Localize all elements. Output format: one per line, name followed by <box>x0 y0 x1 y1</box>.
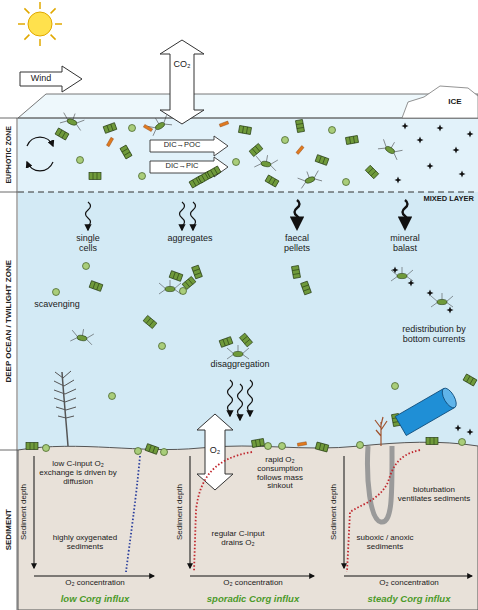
sediment-body <box>18 442 478 610</box>
ocean-water <box>18 118 478 458</box>
flux-label: faecal pellets <box>272 234 322 254</box>
process-label: redistribution by bottom currents <box>392 325 476 345</box>
note-label: suboxic / anoxic sediments <box>352 534 418 552</box>
process-arrow <box>150 136 228 156</box>
burrow <box>368 446 393 522</box>
zone-strip <box>0 118 18 610</box>
note-label: low C-input O₂ exchange is driven by dif… <box>36 460 120 486</box>
process-label: DIC→POC <box>150 141 214 149</box>
sinking-arrows <box>86 200 408 420</box>
scenario-label: low Corg influx <box>34 594 156 604</box>
note-label: highly oxygenated sediments <box>50 534 120 552</box>
zone-band: SEDIMENT <box>0 450 16 610</box>
note-label: bioturbation ventilates sediments <box>396 486 472 504</box>
process-label: disaggregation <box>200 360 280 370</box>
scenario-label: sporadic Corg influx <box>190 594 316 604</box>
seafloor-deposit <box>26 429 474 456</box>
zone-band: DEEP OCEAN / TWILIGHT ZONE <box>0 192 16 450</box>
mixing-arrows <box>27 137 53 171</box>
axis-label: Sediment depth <box>20 456 32 568</box>
zone-label: EUPHOTIC ZONE <box>5 126 12 184</box>
zone-band: EUPHOTIC ZONE <box>0 118 16 192</box>
oxygen-profile <box>126 450 420 572</box>
ice-label: ICE <box>438 98 472 107</box>
iceberg <box>402 86 478 118</box>
flux-label: aggregates <box>158 234 222 244</box>
scenario-label: steady Corg influx <box>344 594 474 604</box>
process-label: DIC→PIC <box>150 162 214 170</box>
wind-arrow <box>20 66 82 92</box>
zone-label: DEEP OCEAN / TWILIGHT ZONE <box>4 260 13 383</box>
mixed-layer-line <box>18 192 478 193</box>
process-label: scavenging <box>26 300 88 310</box>
gas-label: CO₂ <box>170 60 194 70</box>
gas-label: O₂ <box>205 446 225 456</box>
zone-label: SEDIMENT <box>4 509 13 550</box>
tube-worm <box>375 417 387 446</box>
profile-axes <box>34 456 472 576</box>
current-meter <box>395 386 459 436</box>
gas-exchange-arrow <box>197 414 233 490</box>
flux-label: single cells <box>66 234 110 254</box>
flux-label: mineral balast <box>378 234 432 254</box>
layer-label: MIXED LAYER <box>398 195 474 203</box>
note-label: regular C-input drains O₂ <box>204 530 272 548</box>
wind-label: Wind <box>20 74 62 84</box>
sea-pen <box>54 371 76 446</box>
plankton <box>55 110 473 189</box>
sun <box>18 2 62 46</box>
axis-label: O₂ concentration <box>34 579 156 588</box>
axis-label: Sediment depth <box>330 456 342 568</box>
note-label: rapid O₂ consumption follows mass sinkou… <box>244 456 316 491</box>
euphotic-water <box>18 118 478 192</box>
axis-label: Sediment depth <box>176 456 188 568</box>
gas-exchange-arrow <box>160 40 204 124</box>
axis-label: O₂ concentration <box>344 579 474 588</box>
axis-label: O₂ concentration <box>190 579 316 588</box>
